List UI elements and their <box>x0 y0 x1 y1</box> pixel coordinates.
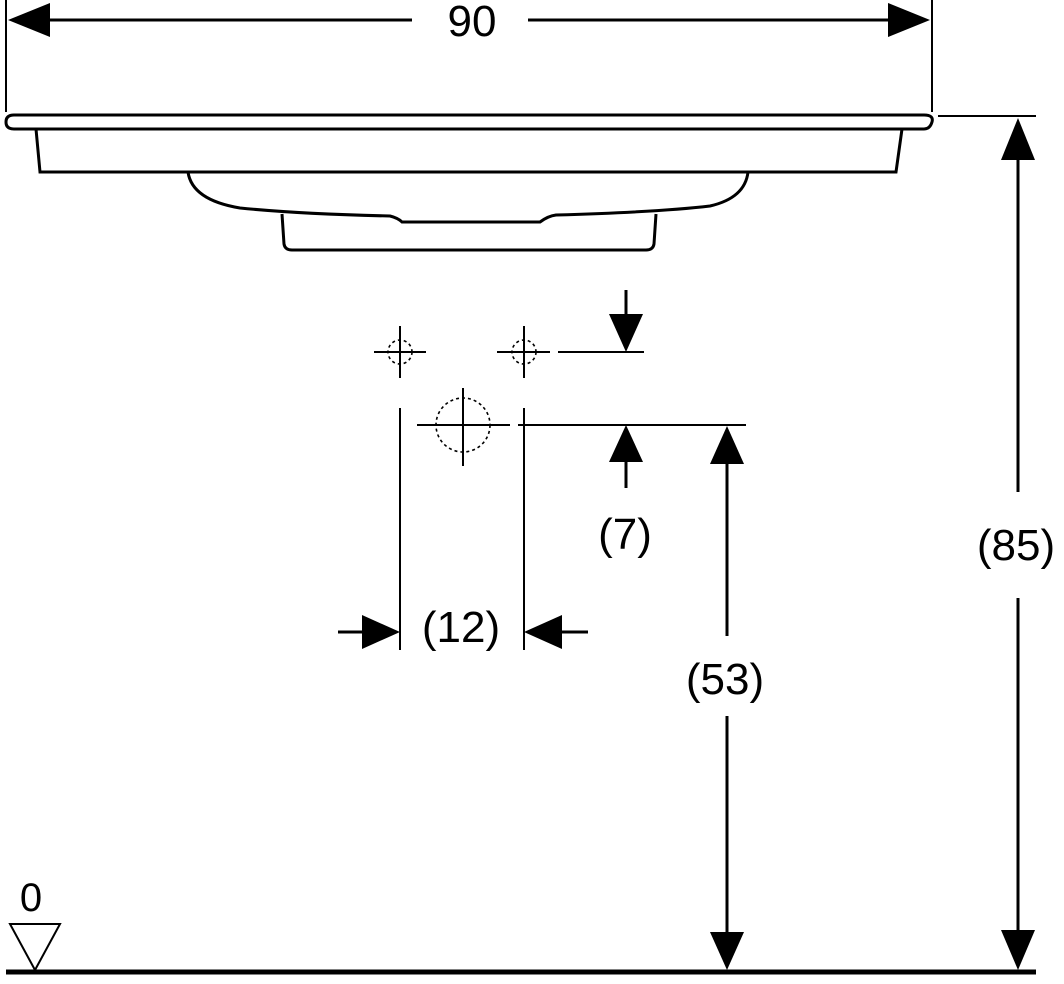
tap-offset-label: (7) <box>598 510 652 559</box>
drain-height-arrow-bottom <box>710 932 744 970</box>
height-dimension: (85) <box>938 115 1055 970</box>
tap-spacing-label: (12) <box>422 603 500 652</box>
drain-height-arrow-top <box>710 426 744 464</box>
tap-offset-arrow-up <box>609 425 643 462</box>
tap-hole-right <box>497 326 550 378</box>
zero-marker-triangle <box>8 923 62 973</box>
basin-body <box>34 128 904 174</box>
height-arrow-top <box>1001 118 1035 160</box>
width-arrow-left <box>8 3 50 37</box>
height-label: (85) <box>977 521 1055 570</box>
floor-reference: 0 <box>6 876 1036 975</box>
basin-rim <box>4 113 934 131</box>
tap-spacing-arrow-left <box>362 615 400 649</box>
tap-offset-arrow-down <box>609 314 643 352</box>
drain-hole <box>417 388 510 466</box>
width-arrow-right <box>888 3 930 37</box>
height-arrow-bottom <box>1001 930 1035 970</box>
tap-hole-left <box>374 326 426 378</box>
tap-spacing-arrow-right <box>524 615 562 649</box>
drain-height-label: (53) <box>686 655 764 704</box>
width-label: 90 <box>448 0 497 46</box>
basin-outline <box>4 113 934 252</box>
zero-label: 0 <box>20 876 42 920</box>
basin-bowl <box>186 171 750 224</box>
drain-housing <box>280 213 658 252</box>
width-dimension: 90 <box>5 0 933 112</box>
tap-spacing-dimension: (12) <box>338 408 588 652</box>
tap-offset-dimension: (7) <box>518 290 746 559</box>
drain-height-dimension: (53) <box>686 426 764 970</box>
